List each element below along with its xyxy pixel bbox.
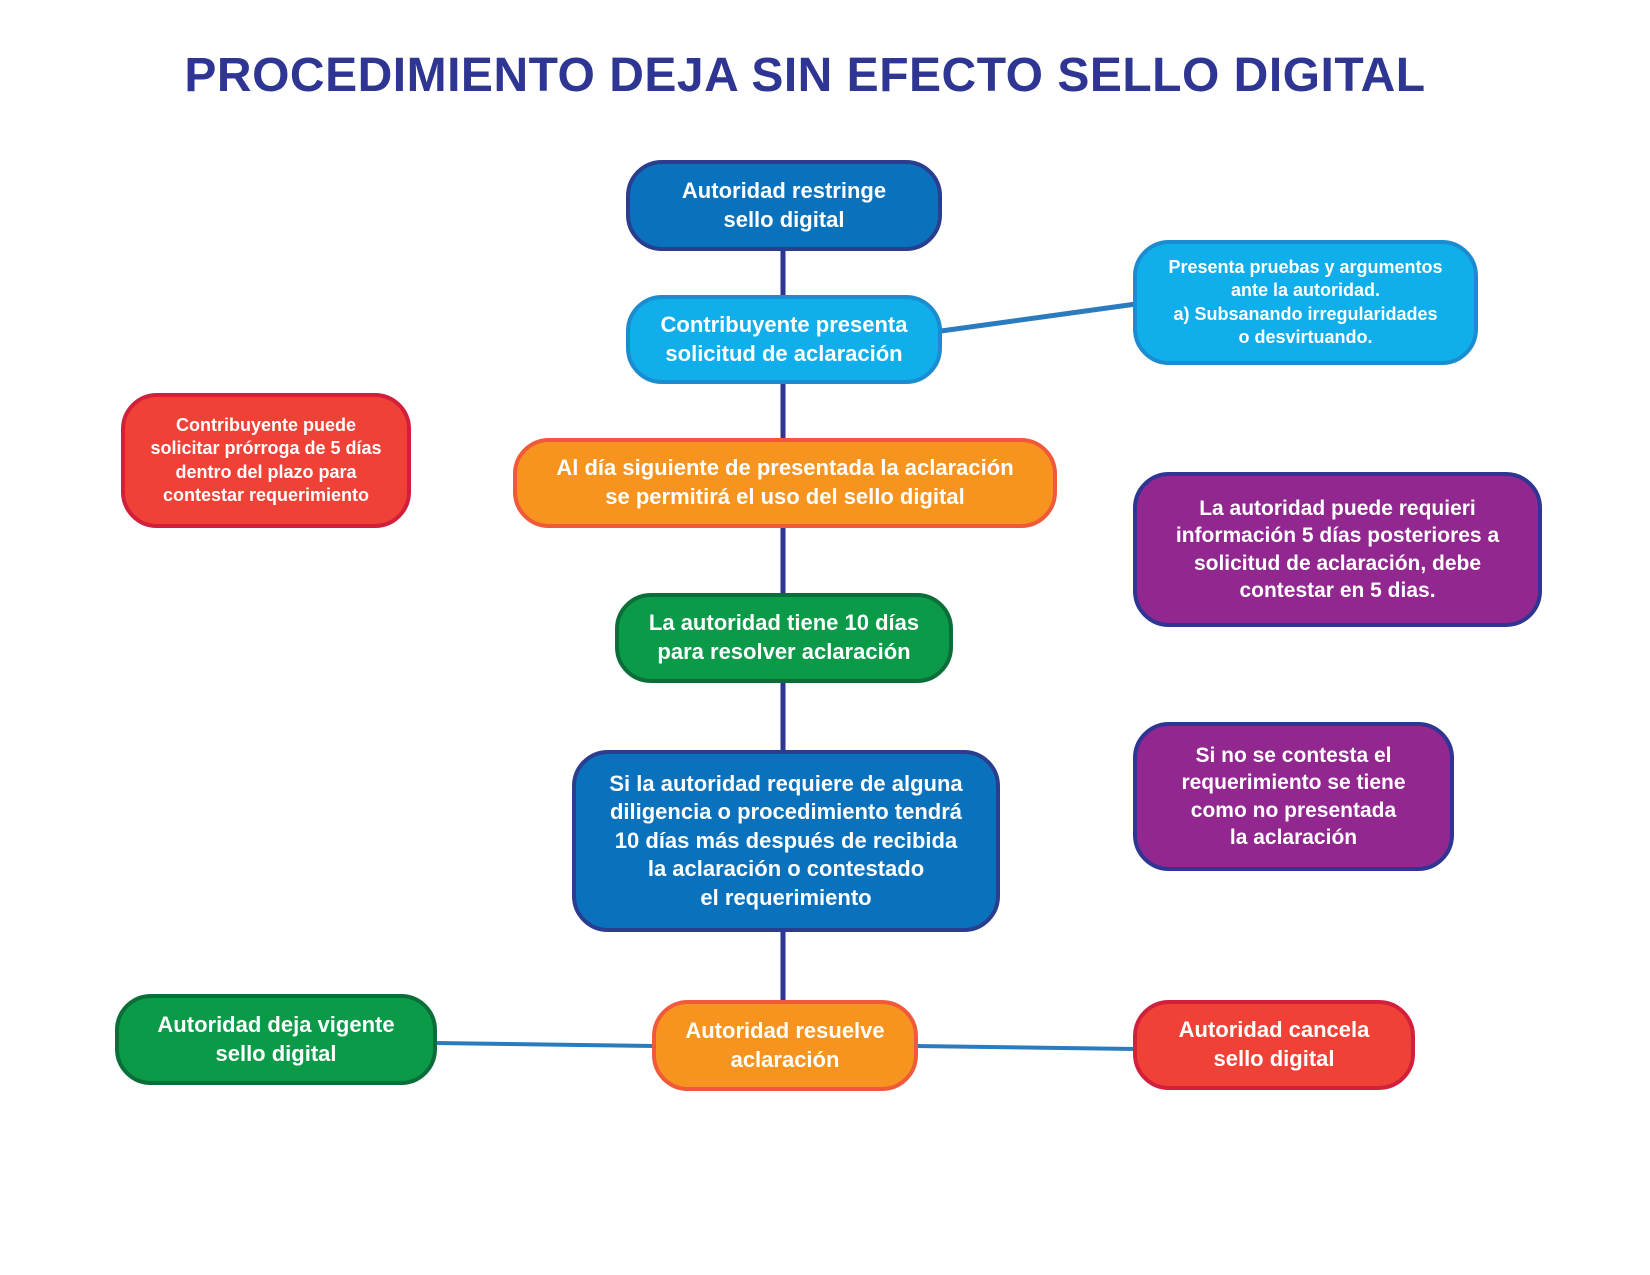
page-title: PROCEDIMIENTO DEJA SIN EFECTO SELLO DIGI… bbox=[184, 49, 1426, 102]
node-diligencia-text: Si la autoridad requiere de alguna dilig… bbox=[609, 770, 963, 910]
node-dia-siguiente-text: Al día siguiente de presentada la aclara… bbox=[556, 455, 1014, 509]
outcome-cancela-text: Autoridad cancela sello digital bbox=[1178, 1017, 1370, 1071]
side-presenta-pruebas-text: Presenta pruebas y argumentos ante la au… bbox=[1168, 256, 1443, 347]
connector-n2-side-pruebas bbox=[940, 301, 1137, 334]
outcome-cancela: Autoridad cancela sello digital bbox=[1133, 1000, 1415, 1090]
node-dia-siguiente: Al día siguiente de presentada la aclara… bbox=[513, 438, 1057, 528]
node-autoridad-resuelve: Autoridad resuelve aclaración bbox=[652, 1000, 918, 1091]
node-contribuyente-presenta-text: Contribuyente presenta solicitud de acla… bbox=[660, 311, 908, 366]
side-prorroga-text: Contribuyente puede solicitar prórroga d… bbox=[150, 414, 382, 505]
node-autoridad-restringe: Autoridad restringe sello digital bbox=[626, 160, 942, 251]
node-contribuyente-presenta: Contribuyente presenta solicitud de acla… bbox=[626, 295, 942, 384]
side-autoridad-requiere: La autoridad puede requieri información … bbox=[1133, 472, 1542, 627]
node-autoridad-10-dias: La autoridad tiene 10 días para resolver… bbox=[615, 593, 953, 683]
node-diligencia: Si la autoridad requiere de alguna dilig… bbox=[572, 750, 1000, 932]
node-autoridad-resuelve-text: Autoridad resuelve aclaración bbox=[685, 1017, 885, 1072]
connector-n6-outcome-cancela bbox=[914, 1044, 1137, 1051]
side-autoridad-requiere-text: La autoridad puede requieri información … bbox=[1175, 496, 1500, 602]
side-no-contesta: Si no se contesta el requerimiento se ti… bbox=[1133, 722, 1454, 871]
node-autoridad-10-dias-text: La autoridad tiene 10 días para resolver… bbox=[648, 610, 920, 664]
outcome-deja-vigente: Autoridad deja vigente sello digital bbox=[115, 994, 437, 1085]
connector-n6-outcome-vigente bbox=[433, 1041, 657, 1048]
side-no-contesta-text: Si no se contesta el requerimiento se ti… bbox=[1181, 743, 1406, 849]
side-presenta-pruebas: Presenta pruebas y argumentos ante la au… bbox=[1133, 240, 1478, 365]
node-autoridad-restringe-text: Autoridad restringe sello digital bbox=[681, 177, 887, 232]
outcome-deja-vigente-text: Autoridad deja vigente sello digital bbox=[157, 1011, 395, 1066]
side-prorroga: Contribuyente puede solicitar prórroga d… bbox=[121, 393, 411, 528]
